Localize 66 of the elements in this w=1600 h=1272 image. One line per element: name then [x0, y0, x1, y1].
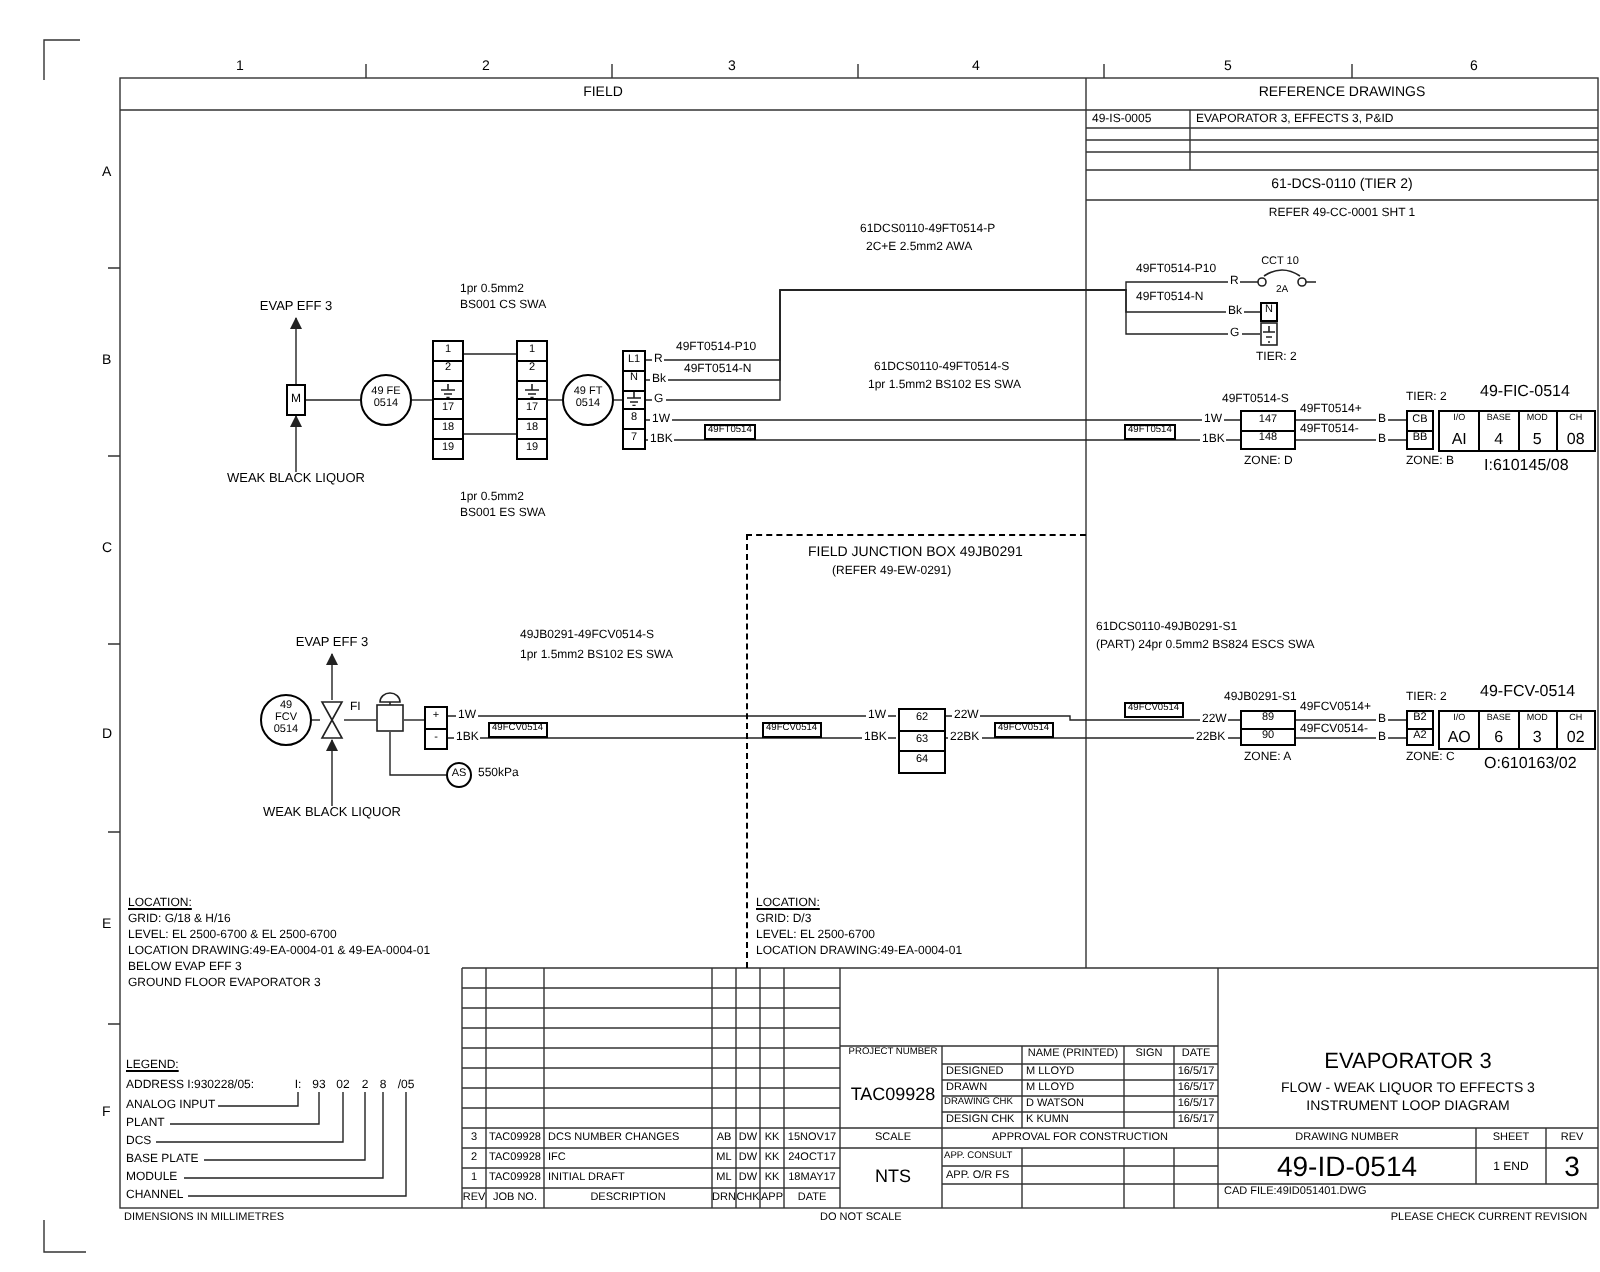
io-field-value: 6	[1494, 730, 1504, 746]
terminal-strip	[516, 340, 548, 460]
flow-arrow	[290, 415, 302, 473]
flow-arrow	[326, 653, 338, 701]
wire	[463, 353, 517, 355]
flow-arrow	[290, 317, 302, 385]
wire	[305, 399, 361, 401]
wire	[547, 399, 563, 401]
io-field-value: 5	[1532, 432, 1542, 448]
wire	[1295, 439, 1407, 441]
actuator-symbol	[376, 692, 404, 732]
air-supply-bubble	[446, 762, 472, 788]
earth-terminal	[1260, 322, 1278, 346]
terminal-strip	[432, 340, 464, 460]
terminal-strip	[622, 350, 646, 450]
instrument-bubble	[260, 694, 312, 746]
title-block-text: TAC09928	[848, 1086, 938, 1104]
leader-line	[187, 1091, 407, 1197]
io-module-table	[1438, 710, 1596, 750]
io-field-value: 02	[1566, 730, 1585, 746]
leader-line	[155, 1091, 344, 1143]
instrument-bubble	[562, 374, 614, 426]
wire	[447, 737, 897, 739]
leader-line	[169, 1091, 320, 1125]
instrument-tag-label: 49-FIC-0514	[1480, 384, 1570, 400]
marshalling-terminal	[1240, 710, 1296, 746]
wire	[1295, 737, 1407, 739]
wire	[645, 289, 1261, 401]
title-block-text: EVAPORATOR 3	[1322, 1052, 1494, 1074]
wire	[403, 719, 425, 721]
instrument-bubble	[360, 374, 412, 426]
wire	[447, 715, 897, 717]
io-card-terminal	[1406, 410, 1434, 450]
flow-arrow	[326, 739, 338, 807]
wire	[343, 719, 377, 721]
marshalling-terminal	[1240, 410, 1296, 450]
io-field-value: AI	[1451, 432, 1467, 448]
io-field-value: 08	[1566, 432, 1585, 448]
title-block-text: NTS	[873, 1168, 913, 1186]
wire	[411, 399, 433, 401]
leader-line	[217, 1091, 299, 1107]
io-field-value: 4	[1494, 432, 1504, 448]
wire	[943, 715, 1241, 721]
address-label: O:610163/02	[1484, 756, 1577, 772]
io-field-value: 3	[1532, 730, 1542, 746]
neutral-terminal	[1260, 302, 1278, 322]
wire	[1295, 719, 1407, 721]
wire	[389, 731, 447, 776]
io-card-terminal	[1406, 710, 1434, 746]
leader-line	[203, 1091, 366, 1161]
address-label: I:610145/08	[1484, 458, 1569, 474]
wire	[1295, 419, 1407, 421]
title-block-text: 49-ID-0514	[1274, 1152, 1420, 1180]
io-field-value: AO	[1447, 730, 1471, 746]
title-block-text: 3	[1562, 1152, 1582, 1180]
leader-line	[183, 1091, 384, 1179]
wire	[463, 433, 517, 435]
wire	[645, 419, 1241, 421]
io-module-table	[1438, 410, 1596, 452]
control-valve-symbol	[320, 700, 344, 740]
wire	[645, 281, 1245, 361]
terminal-strip	[898, 708, 946, 774]
wire	[311, 719, 321, 721]
instrument-tag-label: 49-FCV-0514	[1480, 684, 1576, 700]
terminal-strip	[424, 706, 448, 750]
wire	[613, 399, 623, 401]
